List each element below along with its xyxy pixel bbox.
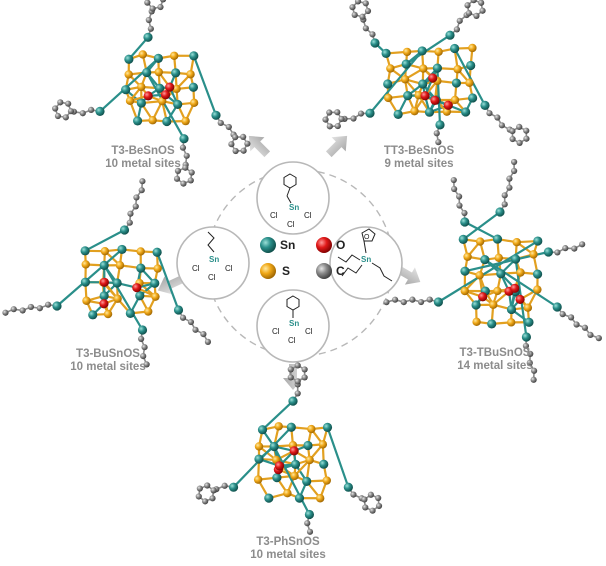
precursor-butyl-sncl3: Sn Cl Cl Cl [176,226,250,300]
precursor-tributyl-furyl-tin: O Sn [329,226,403,300]
cluster-name: T3-BuSnOS [76,348,140,360]
legend-o-label: O [336,238,345,252]
legend-s-sphere [260,263,276,279]
svg-text:O: O [364,234,370,241]
cluster-structure-tt3-besnos [322,0,530,146]
caption-tt3-besnos: TT3-BeSnOS 9 metal sites [364,145,474,171]
legend-c-sphere [316,263,332,279]
svg-text:Cl: Cl [287,220,295,229]
precursor-benzyl-sncl3: Sn Cl Cl Cl [256,161,330,235]
svg-text:Sn: Sn [289,319,299,328]
svg-text:Cl: Cl [192,264,200,273]
cluster-sites: 10 metal sites [70,361,146,373]
caption-t3-besnos: T3-BeSnOS 10 metal sites [88,145,198,171]
cluster-sites: 10 metal sites [105,158,181,170]
svg-text:Cl: Cl [304,211,312,220]
legend-s-label: S [282,264,290,278]
svg-text:Cl: Cl [225,264,233,273]
precursor-phenyl-sncl3: Sn Cl Cl Cl [256,289,330,363]
svg-text:Cl: Cl [305,327,313,336]
cluster-name: T3-TBuSnOS [459,347,531,359]
legend-o-sphere [316,237,332,253]
cluster-structure-t3-besnos [52,0,251,187]
cluster-structure-t3-busnos [2,178,212,368]
svg-text:Cl: Cl [288,336,296,345]
legend-c-label: C [336,264,345,278]
svg-text:Cl: Cl [272,327,280,336]
caption-t3-phsnos: T3-PhSnOS 10 metal sites [233,536,343,562]
svg-text:Cl: Cl [270,211,278,220]
cluster-structure-t3-phsnos [195,362,383,535]
sn-label: Sn [289,203,299,212]
caption-t3-busnos: T3-BuSnOS 10 metal sites [53,348,163,374]
cluster-name: T3-BeSnOS [111,145,175,157]
legend-sn-label: Sn [280,238,295,252]
cluster-sites: 14 metal sites [457,360,533,372]
svg-text:Sn: Sn [361,255,371,264]
legend: Sn O S C [260,237,345,279]
cluster-name: T3-PhSnOS [256,536,320,548]
cluster-name: TT3-BeSnOS [383,145,455,157]
legend-sn-sphere [260,237,276,253]
cluster-sites: 9 metal sites [384,158,454,170]
svg-text:Cl: Cl [208,273,216,282]
arrow-to-top-left [248,135,271,158]
arrow-to-left [157,275,184,295]
arrow-to-top-right [325,135,348,158]
cluster-structure-t3-tbusnos [383,158,602,383]
svg-text:Sn: Sn [209,255,219,264]
caption-t3-tbusnos: T3-TBuSnOS 14 metal sites [440,347,550,373]
cluster-sites: 10 metal sites [250,549,326,561]
